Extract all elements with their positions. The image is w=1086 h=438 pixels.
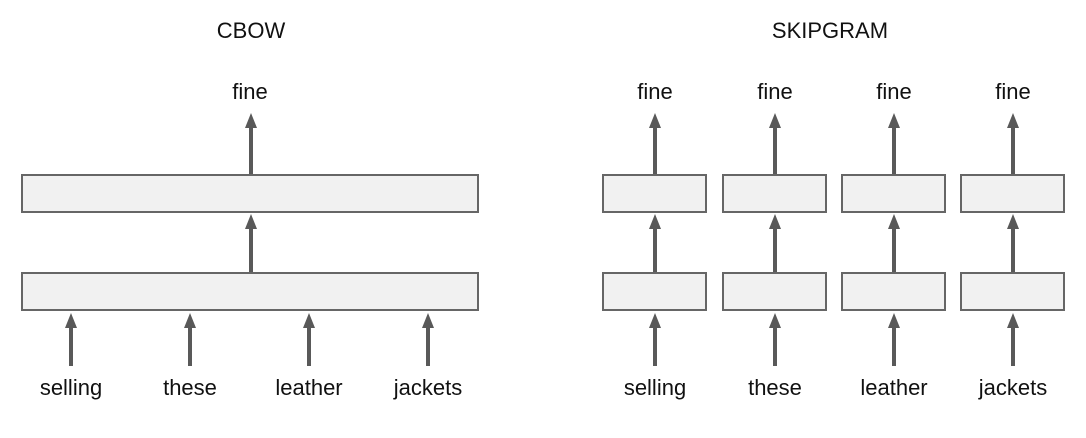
arrow-hidden-skipgram-1 [767, 214, 783, 273]
arrow-input-cbow-3 [420, 313, 436, 366]
arrow-input-skipgram-1 [767, 313, 783, 366]
arrow-hidden-skipgram-3 [1005, 214, 1021, 273]
arrow-hidden-cbow [243, 214, 259, 273]
cbow-output-layer-box [21, 174, 479, 213]
skipgram-output-layer-box-2 [841, 174, 946, 213]
skipgram-output-layer-box-1 [722, 174, 827, 213]
arrow-output-skipgram-3 [1005, 113, 1021, 175]
output-label-skipgram-0: fine [637, 79, 673, 104]
arrow-output-skipgram-2 [886, 113, 902, 175]
input-label-cbow-0: selling [39, 375, 103, 400]
input-label-cbow-2: leather [275, 375, 343, 400]
panel-cbow: CBOW fine [0, 0, 520, 438]
arrow-input-skipgram-2 [886, 313, 902, 366]
arrow-hidden-skipgram-2 [886, 214, 902, 273]
input-label-cbow-1: these [163, 375, 217, 400]
panel-title-cbow: CBOW [216, 18, 286, 43]
output-label-skipgram-1: fine [757, 79, 793, 104]
skipgram-projection-layer-box-2 [841, 272, 946, 311]
panel-title-skipgram: SKIPGRAM [771, 18, 889, 43]
input-label-skipgram-1: these [748, 375, 802, 400]
input-label-cbow-3: jackets [393, 375, 463, 400]
input-label-skipgram-2: leather [860, 375, 928, 400]
skipgram-projection-layer-box-3 [960, 272, 1065, 311]
input-label-skipgram-3: jackets [978, 375, 1048, 400]
output-label-skipgram-2: fine [876, 79, 912, 104]
arrow-output-skipgram-0 [647, 113, 663, 175]
skipgram-projection-layer-box-0 [602, 272, 707, 311]
arrow-input-skipgram-0 [647, 313, 663, 366]
output-label-skipgram-3: fine [995, 79, 1031, 104]
input-label-skipgram-0: selling [623, 375, 687, 400]
arrow-input-skipgram-3 [1005, 313, 1021, 366]
arrow-input-cbow-0 [63, 313, 79, 366]
skipgram-output-layer-box-3 [960, 174, 1065, 213]
arrow-input-cbow-2 [301, 313, 317, 366]
skipgram-output-layer-box-0 [602, 174, 707, 213]
arrow-output-skipgram-1 [767, 113, 783, 175]
panel-skipgram: SKIPGRAM fine selling fine [560, 0, 1086, 438]
arrow-hidden-skipgram-0 [647, 214, 663, 273]
skipgram-projection-layer-box-1 [722, 272, 827, 311]
arrow-input-cbow-1 [182, 313, 198, 366]
cbow-projection-layer-box [21, 272, 479, 311]
arrow-output-cbow-0 [243, 113, 259, 175]
output-label-cbow-0: fine [232, 79, 268, 104]
